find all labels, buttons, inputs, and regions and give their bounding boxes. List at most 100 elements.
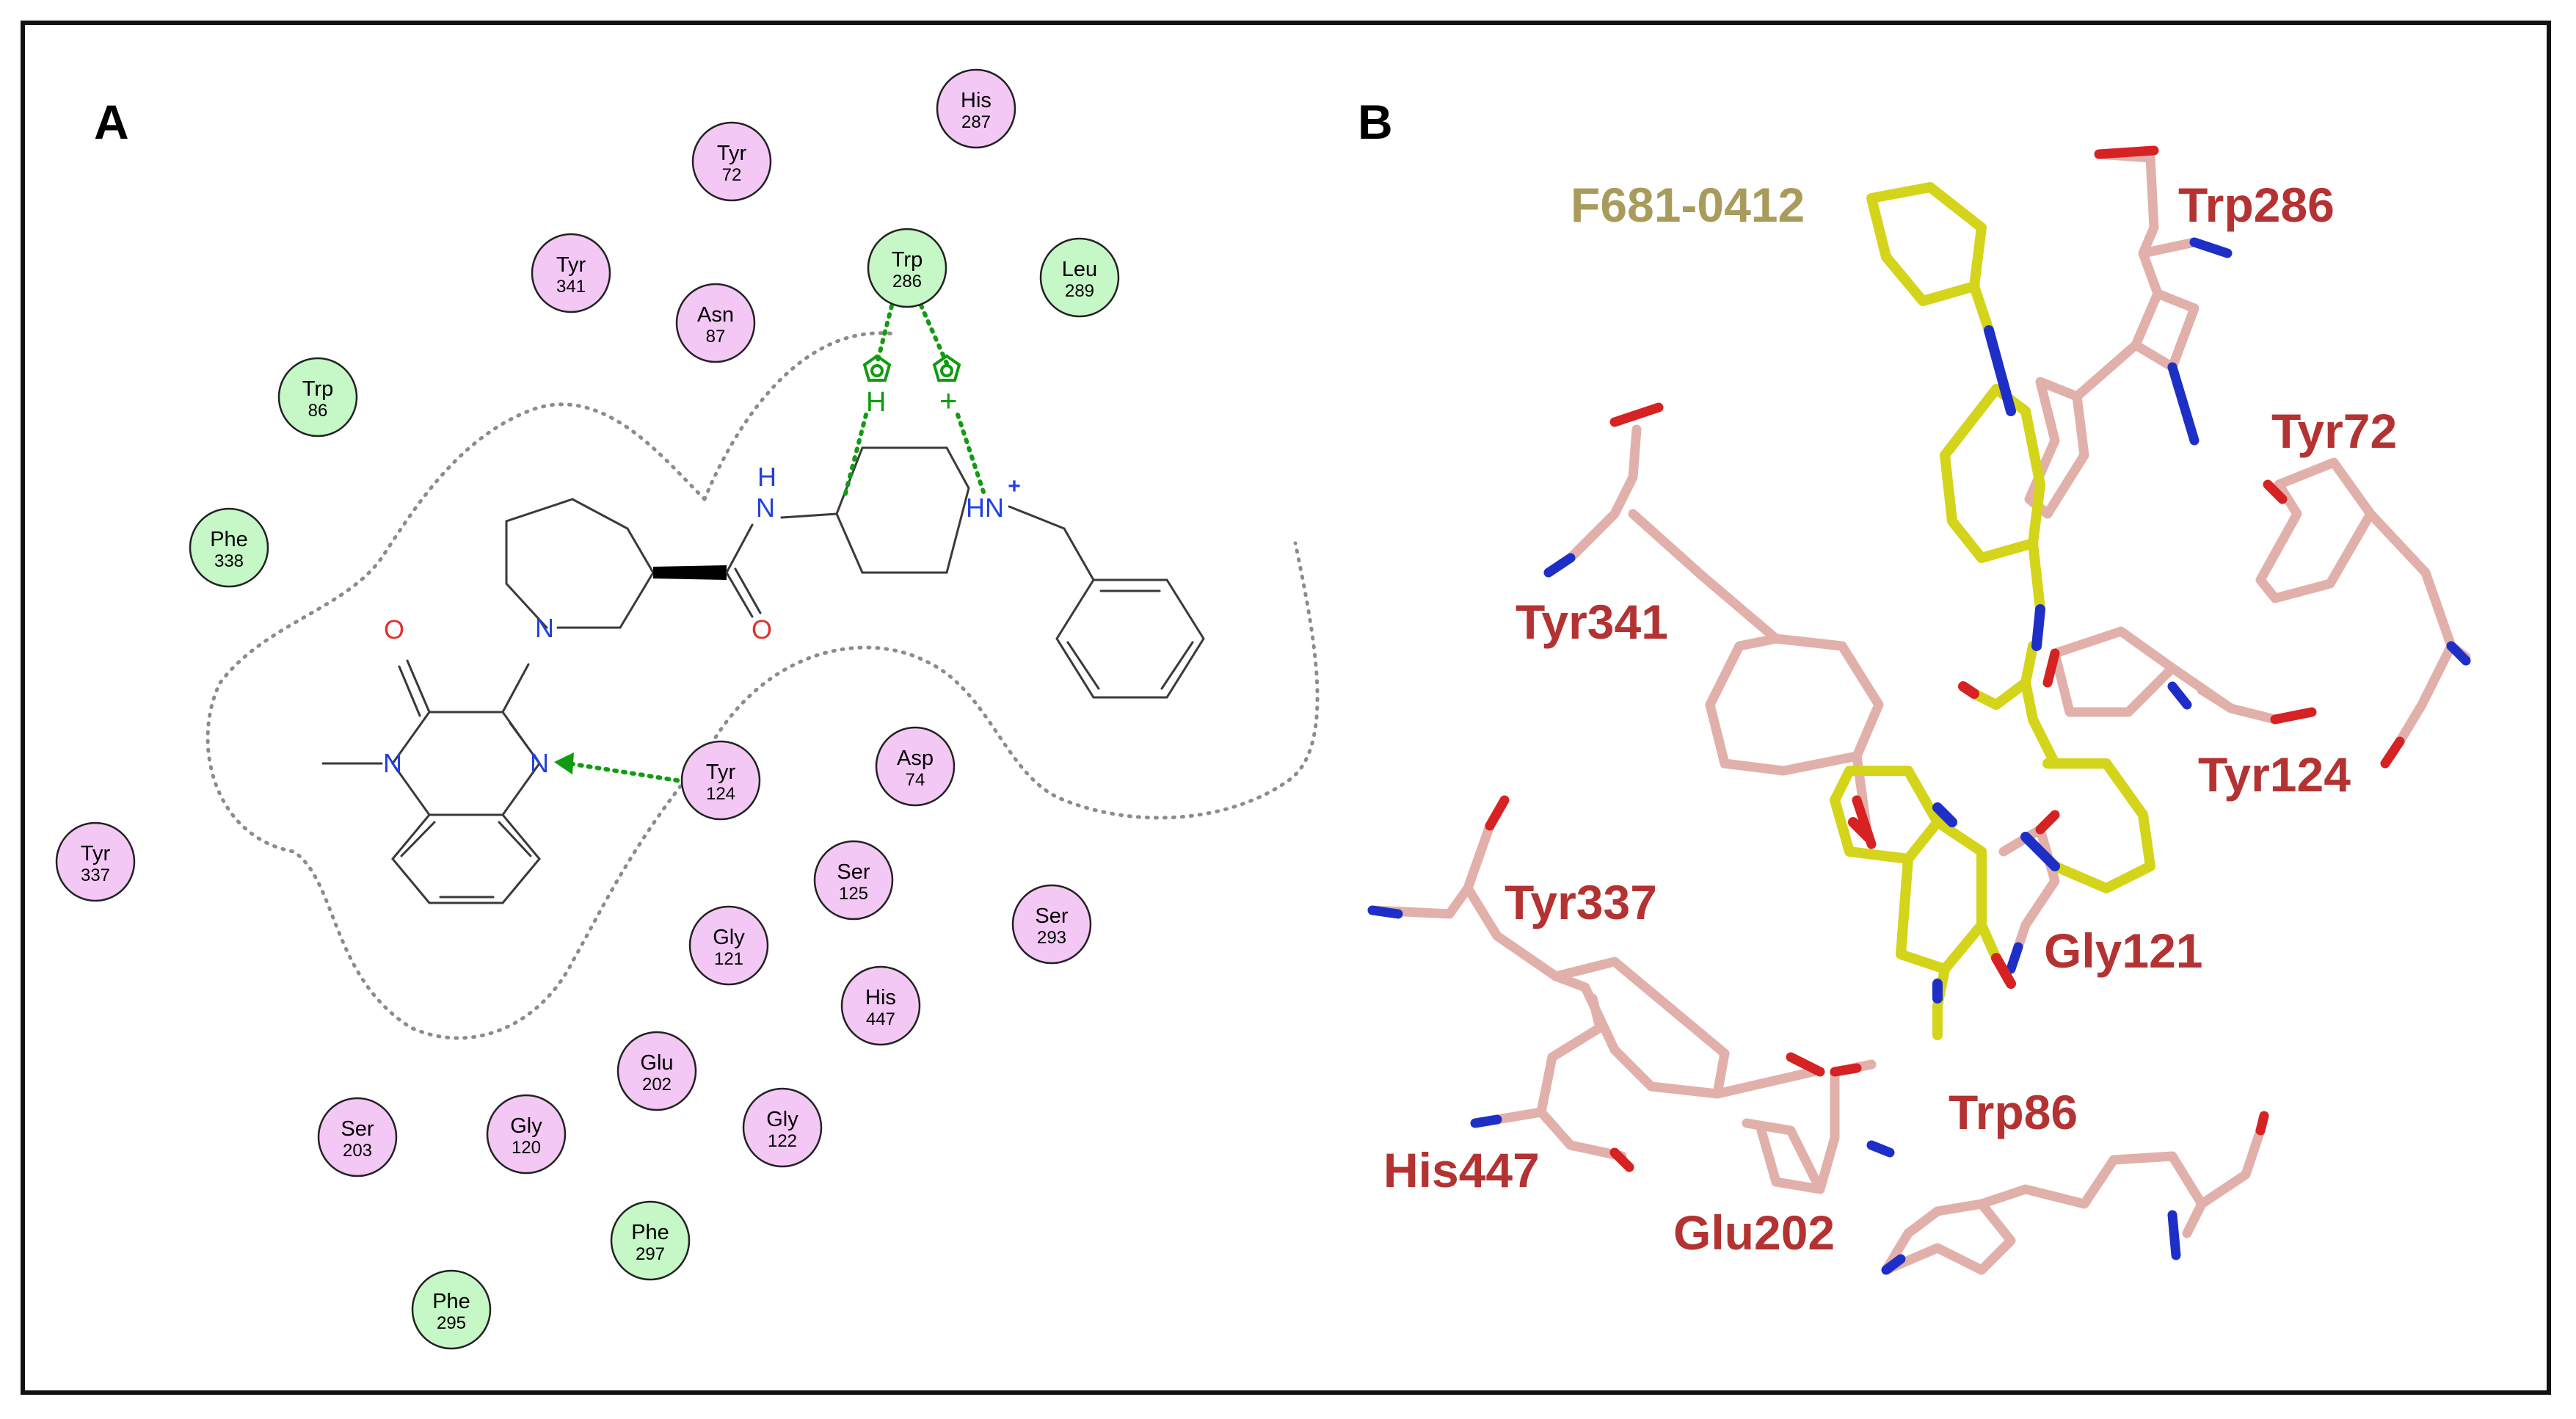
residue-gly121: Gly121: [688, 905, 769, 986]
residue-tyr341: Tyr341: [531, 233, 611, 313]
residue-name: Asn: [697, 303, 734, 327]
residue-number: 72: [722, 165, 742, 185]
residue-name: Phe: [631, 1221, 669, 1244]
ligand-quinoxalinone: [1830, 766, 2001, 1040]
residue-name: Ser: [1035, 904, 1068, 928]
residue-name: Ser: [341, 1117, 374, 1141]
residue-disc: [813, 840, 894, 921]
atom-n-piperidine: N: [535, 613, 554, 643]
pi-cation-label: +: [939, 383, 958, 418]
residue-number: 337: [81, 865, 110, 885]
residue-number: 122: [768, 1131, 797, 1151]
stick-his447: [1470, 993, 1627, 1161]
residue-number: 293: [1037, 928, 1066, 948]
atom-o1: O: [384, 614, 404, 645]
residue-number: 447: [866, 1009, 895, 1029]
residue-disc: [189, 507, 269, 588]
residue-name: Tyr: [81, 842, 111, 865]
ligand-heteroatoms: [1848, 325, 2060, 1004]
residue-number: 341: [556, 277, 586, 297]
atom-nh-n: N: [756, 493, 775, 523]
residue-name: Leu: [1062, 258, 1097, 281]
residue-disc: [616, 1031, 697, 1111]
residue-name: Phe: [210, 528, 248, 551]
pi-cation-icon: [932, 354, 961, 382]
ligand-piperidine: [2042, 758, 2155, 893]
pocket-outline-top: [702, 331, 898, 501]
residue-trp86: Trp86: [277, 357, 358, 438]
residue-number: 286: [892, 272, 922, 291]
residue-name: Glu: [640, 1051, 673, 1075]
residue-name: Tyr: [556, 253, 586, 277]
residue-tyr337: Tyr337: [55, 821, 136, 902]
stick-tyr124: [2050, 626, 2280, 725]
label-glu202: Glu202: [1673, 1205, 1835, 1260]
residue-heteroatoms: [1367, 145, 2471, 1275]
pocket-outline: [205, 402, 1320, 1040]
label-gly121: Gly121: [2044, 923, 2203, 978]
panel-a-letter: A: [94, 95, 129, 149]
residue-disc: [742, 1087, 823, 1168]
residue-number: 125: [839, 884, 868, 904]
residue-name: His: [865, 986, 896, 1009]
residue-number: 202: [642, 1075, 672, 1095]
panel-b-3d-view: F681-0412 Trp286Tyr72Tyr341Tyr124Tyr337G…: [1367, 145, 2471, 1275]
residue-number: 289: [1065, 281, 1094, 301]
label-trp86: Trp86: [1949, 1085, 2078, 1139]
atom-hn-ring: HN: [966, 493, 1004, 523]
ligand-benzyl: [1866, 182, 1994, 335]
atom-plus: +: [1008, 474, 1021, 498]
residue-number: 74: [906, 770, 925, 790]
residue-disc: [531, 233, 611, 313]
residue-name: Phe: [432, 1290, 470, 1313]
residue-name: Gly: [713, 926, 745, 949]
ligand-linker: [1969, 538, 2060, 769]
residue-disc: [936, 68, 1016, 149]
residue-disc: [1011, 884, 1092, 965]
residue-disc: [317, 1097, 398, 1177]
residue-glu202: Glu202: [616, 1031, 697, 1111]
residue-his447: His447: [840, 965, 921, 1046]
residue-name: Trp: [892, 248, 923, 272]
residue-disc: [688, 905, 769, 986]
label-tyr337: Tyr337: [1505, 875, 1657, 929]
label-tyr341: Tyr341: [1516, 595, 1668, 649]
pi-h-label: H: [866, 387, 886, 418]
residue-name: Tyr: [706, 761, 736, 784]
ligand-label: F681-0412: [1571, 178, 1805, 232]
residue-name: Gly: [510, 1114, 542, 1138]
residue-number: 203: [343, 1141, 372, 1161]
ligand-piperidinium: [1940, 384, 2045, 563]
residue-number: 338: [214, 551, 244, 571]
residue-name: Gly: [766, 1108, 798, 1131]
residue-number: 120: [512, 1138, 541, 1158]
residue-number: 86: [308, 401, 328, 421]
residue-name: Tyr: [717, 142, 747, 165]
panel-a-diagram: O O N N N H N HN + H + His287Tyr72Tyr341…: [55, 68, 1320, 1350]
ring-benzyl: [1055, 578, 1205, 699]
hbond-arrowhead: [554, 752, 574, 774]
residue-name: Asp: [897, 747, 934, 770]
ligand-2d-structure: [321, 446, 1205, 904]
residue-labels-3d: Trp286Tyr72Tyr341Tyr124Tyr337Gly121Trp86…: [1383, 178, 2397, 1260]
residue-disc: [55, 821, 136, 902]
residue-tyr72: Tyr72: [691, 121, 772, 202]
stick-trp286-ring: [2024, 340, 2141, 519]
residue-discs: His287Tyr72Tyr341Asn87Trp286Leu289Trp86P…: [55, 68, 1120, 1350]
label-tyr124: Tyr124: [2198, 747, 2351, 802]
stick-tyr337: [1367, 821, 1818, 1099]
interaction-lines: [567, 295, 986, 784]
stick-trp286: [2094, 149, 2200, 372]
residue-name: His: [961, 89, 992, 112]
residue-disc: [610, 1200, 691, 1281]
atom-o2: O: [752, 614, 772, 645]
atom-nh-h: H: [757, 462, 776, 492]
